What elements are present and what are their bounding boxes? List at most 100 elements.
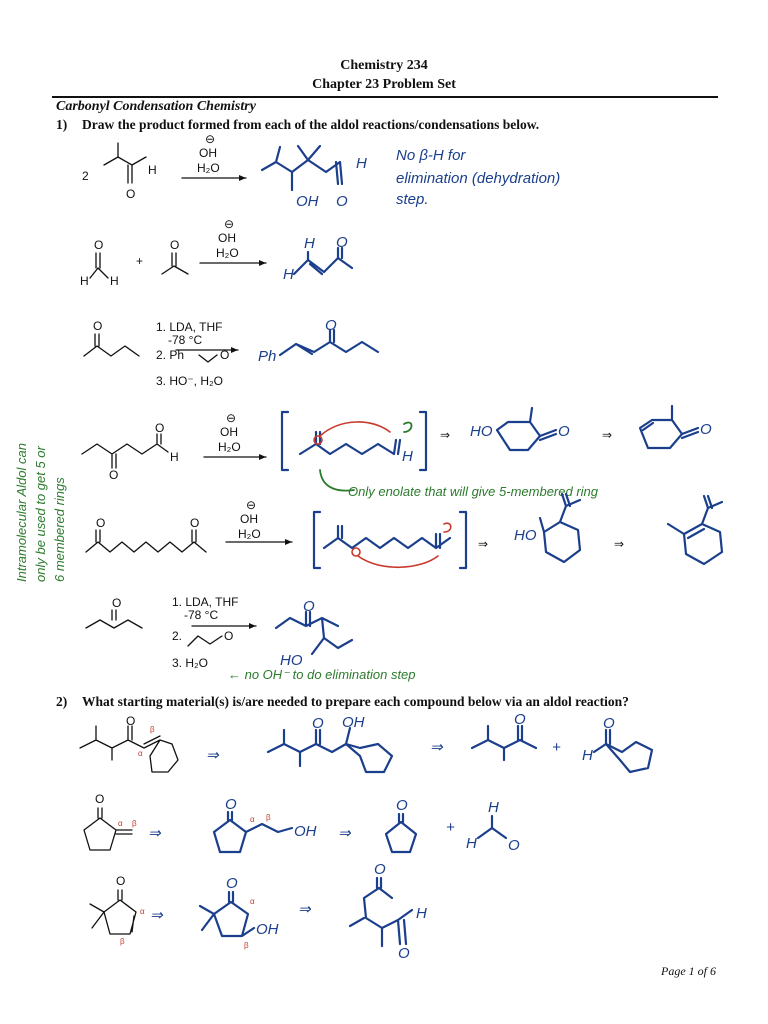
neg-charge: ⊖ — [224, 217, 234, 231]
step-arrow-2: ⇒ — [614, 537, 624, 551]
propanal-bond — [187, 635, 223, 647]
note-no-beta-h-1: No β-H for — [396, 147, 466, 164]
aldol-o: O — [558, 423, 570, 440]
aldehyde-o: O — [603, 715, 615, 732]
hydroxide: OH — [218, 231, 236, 245]
dicarbonyl-h: H — [416, 905, 427, 922]
neg-charge: ⊖ — [246, 498, 256, 512]
enolate-note: Only enolate that will give 5-membered r… — [348, 484, 599, 499]
retro-arrow-2: ⇒ — [338, 825, 352, 842]
course-title: Chemistry 234 — [340, 58, 428, 73]
reaction-1b: O H H + O ⊖ OH H₂O H H O — [80, 217, 354, 288]
page-number: Page 1 of 6 — [661, 964, 716, 978]
formaldehyde-starting-material — [476, 814, 508, 840]
precursor-oh: OH — [294, 823, 317, 840]
neg-charge: ⊖ — [205, 132, 215, 146]
product-o: O — [336, 193, 348, 210]
carbonyl-o: O — [126, 187, 135, 201]
water: H₂O — [238, 527, 261, 541]
aldehyde-h: H — [582, 747, 593, 764]
section-title: Carbonyl Condensation Chemistry — [56, 99, 256, 114]
product-o: O — [700, 421, 712, 438]
benzaldehyde-bond — [198, 354, 218, 363]
product-h: H — [356, 155, 367, 172]
target-o: O — [116, 874, 125, 888]
aldol-precursor-structure — [266, 726, 394, 774]
cyclopentanone-aldol — [495, 406, 558, 452]
aldehyde-h: H — [148, 163, 157, 177]
enone-product-structure — [278, 328, 380, 357]
aldol-ho: HO — [470, 423, 493, 440]
question-1-text: Draw the product formed from each of the… — [82, 117, 540, 132]
ketone-o-1: O — [96, 516, 105, 530]
retro-arrow-1: ⇒ — [206, 747, 220, 764]
enolate-carbanion — [313, 435, 323, 445]
formaldehyde-h2: H — [110, 274, 119, 288]
precursor-oh: OH — [342, 714, 365, 731]
retrosynthesis-2c: O α β ⇒ O OH α β ⇒ O H O — [89, 861, 427, 962]
aldehyde-starting-material — [592, 728, 654, 774]
beta-label-2: β — [244, 941, 249, 950]
note-no-beta-h-2: elimination (dehydration) — [396, 170, 560, 187]
water: H₂O — [218, 440, 241, 454]
water: H₂O — [216, 246, 239, 260]
oxohexanal-structure — [81, 433, 169, 469]
ketone-starting-material — [470, 724, 538, 762]
document-header: Chemistry 234 Chapter 23 Problem Set — [0, 56, 768, 94]
beta-label: β — [132, 819, 137, 828]
step-1-lda: 1. LDA, THF — [156, 320, 222, 334]
beta-label: β — [150, 725, 155, 734]
precursor-oh: OH — [256, 921, 279, 938]
reaction-1f: O 1. LDA, THF -78 °C 2. O 3. H₂O O HO ← … — [85, 595, 416, 682]
target-methylene-ketone — [83, 807, 133, 851]
product-oh: OH — [296, 193, 319, 210]
product-o: O — [336, 234, 348, 251]
ketone-o: O — [109, 468, 118, 482]
nonanedione-structure — [85, 529, 207, 553]
alpha-label: α — [140, 907, 145, 916]
alpha-label-2: α — [250, 897, 255, 906]
header-rule — [52, 96, 718, 98]
plus-sign: + — [552, 739, 561, 756]
step-1-temp: -78 °C — [168, 333, 202, 347]
product-o: O — [303, 598, 315, 615]
aldol-precursor-structure — [212, 810, 294, 854]
aldol-ho: HO — [514, 527, 537, 544]
formaldehyde-h1: H — [488, 799, 499, 816]
carbonyl-arrow — [403, 421, 413, 433]
cyclohexene-product — [666, 494, 724, 566]
keto-aldehyde-starting-material — [348, 876, 414, 948]
pentanone-structure — [83, 333, 140, 357]
no-oh-note: ← no OH⁻ to do elimination step — [228, 667, 416, 682]
product-ph: Ph — [258, 348, 276, 365]
target-o: O — [126, 714, 135, 728]
cyclopentenone-product — [638, 404, 700, 450]
enolate-carbanion — [351, 547, 361, 557]
product-o: O — [325, 317, 337, 334]
carbonyl-arrow — [443, 522, 452, 533]
reaction-1c: O 1. LDA, THF -78 °C 2. Ph O 3. HO⁻, H₂O… — [83, 317, 380, 388]
aldehyde-o: O — [155, 421, 164, 435]
enolate-brackets — [280, 410, 428, 472]
step-2-benzaldehyde: 2. Ph — [156, 348, 184, 362]
benzaldehyde-o: O — [220, 348, 229, 362]
precursor-o: O — [226, 875, 238, 892]
target-o: O — [95, 792, 104, 806]
aldol-precursor-structure — [198, 890, 256, 938]
step-1-temp: -78 °C — [184, 608, 218, 622]
alpha-label: α — [118, 819, 123, 828]
retrosynthesis-2a: O α β ⇒ O OH ⇒ O + H O — [79, 711, 654, 774]
chapter-title: Chapter 23 Problem Set — [312, 77, 456, 92]
enolate-brackets — [312, 510, 468, 570]
pentanone-o: O — [93, 319, 102, 333]
reaction-1e: O O ⊖ OH H₂O ⇒ HO ⇒ — [85, 492, 724, 570]
propanal-o: O — [224, 629, 233, 643]
product-ho: HO — [280, 652, 303, 669]
formaldehyde-h2: H — [466, 835, 477, 852]
formaldehyde-o: O — [508, 837, 520, 854]
product-h2: H — [283, 266, 294, 283]
target-cyclopentenone — [89, 889, 137, 935]
alpha-label: α — [138, 749, 143, 758]
